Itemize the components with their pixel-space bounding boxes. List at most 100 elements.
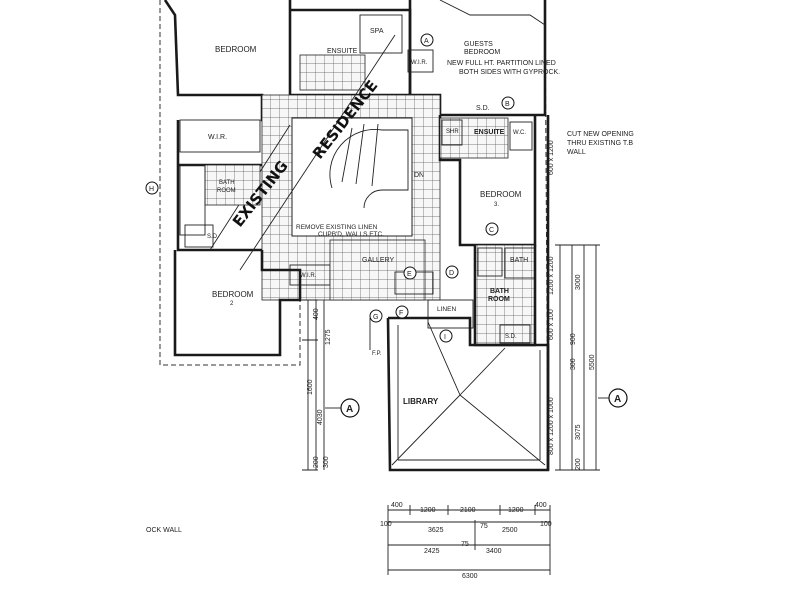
central-core — [291, 117, 413, 237]
label-ensuite-top: ENSUITE — [327, 48, 358, 55]
dim-b4: 6300 — [462, 573, 478, 580]
dim-lines-bottom — [387, 505, 551, 575]
dim-b2-left: 100 — [380, 521, 392, 528]
label-bathroom-2: ROOM — [488, 296, 510, 303]
label-library: LIBRARY — [403, 397, 439, 406]
label-sd-1: S.D. — [476, 105, 490, 112]
note-partition-2: BOTH SIDES WITH GYPROCK. — [459, 69, 560, 76]
shower-right — [477, 247, 503, 277]
section-right-letter: A — [614, 394, 621, 405]
dim-r-6: 900 — [570, 333, 577, 345]
label-sd-2: S.D. — [505, 334, 517, 340]
label-linen: LINEN — [437, 306, 456, 313]
wc-left — [184, 224, 214, 248]
label-bathroom-1: BATH — [490, 288, 509, 295]
dim-b2-right: 100 — [540, 521, 552, 528]
label-bedroom-2: 2 — [230, 301, 234, 307]
label-wc-right: W.C. — [513, 130, 526, 136]
left-bath-tub — [179, 164, 206, 236]
marker-i — [439, 329, 453, 343]
dim-l-4: 200 — [313, 456, 320, 468]
marker-d-letter: D — [449, 270, 454, 277]
wc-right — [509, 121, 533, 151]
dim-b1-0: 400 — [391, 502, 403, 509]
dim-r-0: 3000 — [575, 274, 582, 290]
dim-b3-b: 75 — [461, 541, 469, 548]
label-ock-wall: OCK WALL — [146, 527, 182, 534]
note-remove-1: REMOVE EXISTING LINEN — [296, 224, 378, 231]
dim-b1-4: 400 — [535, 502, 547, 509]
wc-bottom-right — [499, 324, 531, 344]
marker-d — [445, 265, 459, 279]
wir-box — [407, 49, 434, 73]
marker-e — [403, 266, 417, 280]
label-bedroom-guest: BEDROOM — [464, 49, 500, 56]
label-dn: DN — [414, 172, 424, 179]
dim-l-5: 300 — [323, 456, 330, 468]
stair — [329, 123, 409, 209]
library-wall — [386, 316, 550, 472]
dim-b3-c: 3400 — [486, 548, 502, 555]
marker-c-letter: C — [489, 227, 494, 234]
label-wir-top: W.I.R. — [411, 60, 428, 66]
marker-g-letter: G — [373, 314, 378, 321]
dim-r-10: 3075 — [575, 424, 582, 440]
dim-lines-right — [555, 244, 600, 471]
marker-f-letter: F — [399, 310, 403, 317]
dim-l-1: 1275 — [325, 329, 332, 345]
dim-r-14: 600 x 1200 — [548, 140, 555, 175]
label-bath: BATH — [219, 180, 235, 186]
marker-a — [420, 33, 434, 47]
label-shr: SHR — [446, 129, 459, 135]
marker-g — [369, 309, 383, 323]
label-ensuite-right: ENSUITE — [474, 129, 505, 136]
dim-r-11: 200 — [575, 458, 582, 470]
note-partition-1: NEW FULL HT. PARTITION LINED — [447, 60, 556, 67]
marker-b — [501, 96, 515, 110]
section-left-letter: A — [346, 404, 353, 415]
dim-r-2: 600 x 100 — [548, 309, 555, 340]
library-roof-lines — [397, 325, 541, 461]
ensuite-right — [439, 117, 509, 159]
marker-a-letter: A — [424, 38, 429, 45]
grid-h-letter: H — [149, 186, 154, 193]
grid-marker-h — [145, 181, 159, 195]
label-bedroom-3-num: 3. — [494, 202, 499, 208]
dim-r-1: 1200 x 1200 — [548, 256, 555, 295]
dim-r-8: 5500 — [589, 354, 596, 370]
dim-l-2: 1600 — [307, 379, 314, 395]
label-wir-bottom: W.I.R. — [300, 273, 317, 279]
label-fp: F.P. — [372, 351, 382, 357]
existing-boundary-dashed — [159, 0, 549, 471]
label-wir-left: W.I.R. — [208, 134, 227, 141]
ensuite-tile — [299, 54, 366, 91]
note-cut-2: THRU EXISTING T.B — [567, 140, 633, 147]
dim-b2-b: 75 — [480, 523, 488, 530]
marker-f — [395, 305, 409, 319]
label-spa: SPA — [370, 28, 384, 35]
library-roof-hip — [391, 321, 546, 466]
spa-box — [359, 14, 403, 54]
label-bedroom-bottom: BEDROOM — [212, 290, 254, 299]
dim-b1-3: 1200 — [508, 507, 524, 514]
linen-box — [427, 299, 474, 329]
dim-b3-a: 2425 — [424, 548, 440, 555]
dim-l-3: 4030 — [317, 409, 324, 425]
label-bedroom-top: BEDROOM — [215, 45, 257, 54]
shr-box — [441, 119, 463, 146]
note-remove-2: CUPB'D, WALLS ETC. — [318, 231, 384, 238]
dim-r-4: 300 — [570, 358, 577, 370]
marker-e-letter: E — [407, 271, 412, 278]
dim-r-13: 800 x 1200 x 1000 — [548, 397, 555, 455]
dim-lines-left — [302, 299, 325, 471]
wir-left — [179, 119, 261, 153]
marker-b-letter: B — [505, 101, 510, 108]
label-bath-right: BATH — [510, 257, 528, 264]
label-sd-left: S.D. — [207, 234, 219, 240]
label-bedroom-3: BEDROOM — [480, 190, 522, 199]
dim-b1-1: 1200 — [420, 507, 436, 514]
label-room: ROOM — [217, 188, 236, 194]
dim-b2-a: 3625 — [428, 527, 444, 534]
bedroom-bottom-wall — [173, 250, 302, 357]
